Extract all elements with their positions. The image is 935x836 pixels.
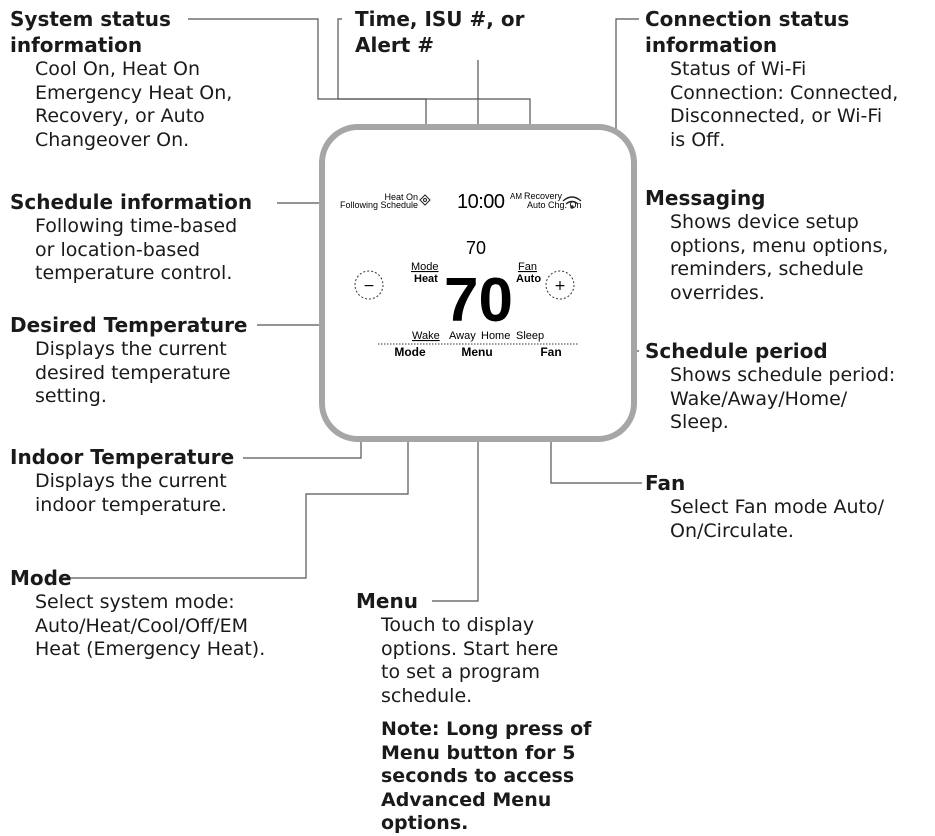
- mode-label: Mode: [411, 261, 439, 273]
- callout-body: Following time-based: [35, 215, 238, 237]
- softkey-fan[interactable]: Fan: [540, 345, 561, 359]
- callout-body: desired temperature: [35, 361, 231, 384]
- plus-label: +: [554, 278, 566, 294]
- callout-title: Messaging: [645, 186, 766, 210]
- callout-body: Changeover On.: [35, 128, 190, 151]
- plus-button[interactable]: [545, 270, 575, 300]
- callout-body: options. Start here: [381, 637, 559, 660]
- status-recovery: Recovery: [524, 191, 563, 201]
- period-home[interactable]: Home: [481, 330, 510, 342]
- callout-body: or location-based: [35, 238, 201, 261]
- callout-title: Time, ISU #, or: [355, 7, 525, 31]
- callout-title: Mode: [10, 566, 72, 590]
- note-line: options.: [381, 812, 469, 834]
- callout-system-status: System status information Cool On, Heat …: [10, 6, 232, 152]
- callout-title: information: [10, 33, 143, 57]
- callout-body: Select Fan mode Auto/: [670, 496, 885, 518]
- callout-body: Sleep.: [670, 411, 729, 433]
- callout-body: Connection: Connected,: [670, 81, 899, 104]
- thermostat-diagram: Heat On Following Schedule 10:00 AM Reco…: [63, 18, 642, 602]
- note-line: seconds to access: [381, 765, 575, 787]
- note-line: Advanced Menu: [381, 788, 552, 811]
- fan-label: Fan: [518, 261, 537, 273]
- minus-button[interactable]: [354, 270, 384, 300]
- period-away[interactable]: Away: [449, 330, 476, 342]
- menu-note: Note: Long press of Menu button for 5 se…: [381, 718, 591, 836]
- softkey-menu[interactable]: Menu: [461, 345, 492, 359]
- thermostat-frame: [319, 124, 637, 442]
- callout-title: Schedule information: [10, 190, 253, 214]
- callout-indoor-temp: Indoor Temperature Displays the current …: [10, 444, 234, 517]
- callout-schedule-info: Schedule information Following time-base…: [10, 189, 252, 286]
- status-following-schedule: Following Schedule: [340, 200, 418, 210]
- callout-body: schedule.: [381, 684, 473, 707]
- callout-title: Menu: [356, 589, 418, 613]
- period-wake[interactable]: Wake: [412, 330, 440, 342]
- callout-body: indoor temperature.: [35, 493, 227, 516]
- callout-body: options, menu options,: [670, 234, 889, 257]
- note-line: Note: Long press of: [381, 718, 592, 740]
- callout-mode: Mode Select system mode: Auto/Heat/Cool/…: [10, 565, 265, 662]
- callout-body: Heat (Emergency Heat).: [35, 638, 266, 660]
- callout-body: Touch to display: [381, 614, 535, 636]
- callout-body: to set a program: [381, 661, 540, 683]
- leaf-schedule-icon: [419, 194, 431, 206]
- callout-title: Connection status: [645, 7, 850, 31]
- callout-title: Desired Temperature: [10, 313, 248, 337]
- callout-title: Fan: [645, 471, 686, 495]
- callout-body: Shows device setup: [670, 211, 859, 233]
- callout-title: Alert #: [355, 33, 435, 57]
- callout-messaging: Messaging Shows device setup options, me…: [645, 185, 888, 305]
- setpoint-display: 70: [444, 266, 513, 335]
- callout-body: Cool On, Heat On: [35, 58, 201, 80]
- callout-body: Status of Wi-Fi: [670, 58, 807, 80]
- callout-body: overrides.: [670, 281, 765, 304]
- time-display: 10:00: [457, 191, 505, 213]
- callout-title: System status: [10, 7, 171, 31]
- callout-body: Disconnected, or Wi-Fi: [670, 105, 883, 127]
- callout-body: temperature control.: [35, 262, 233, 284]
- callout-body: setting.: [35, 385, 107, 407]
- callout-menu: Menu Touch to display options. Start her…: [356, 588, 591, 836]
- callout-fan: Fan Select Fan mode Auto/ On/Circulate.: [645, 470, 884, 543]
- callout-body: Shows schedule period:: [670, 364, 896, 386]
- callout-body: is Off.: [670, 128, 726, 151]
- callout-body: Wake/Away/Home/: [670, 387, 848, 410]
- callout-title: information: [645, 33, 778, 57]
- time-ampm: AM: [510, 192, 522, 201]
- leader-mode: [63, 362, 409, 579]
- callout-body: Recovery, or Auto: [35, 105, 205, 127]
- callout-time-isu: Time, ISU #, or Alert #: [355, 6, 524, 58]
- callout-connection-status: Connection status information Status of …: [645, 6, 898, 152]
- minus-label: −: [363, 278, 375, 294]
- indoor-temp-small: 70: [466, 238, 486, 258]
- fan-value: Auto: [516, 273, 541, 285]
- callout-body: Emergency Heat On,: [35, 81, 233, 104]
- wifi-icon: [562, 196, 582, 209]
- callout-desired-temp: Desired Temperature Displays the current…: [10, 312, 248, 409]
- callout-schedule-period: Schedule period Shows schedule period: W…: [645, 338, 895, 435]
- callout-title: Schedule period: [645, 339, 828, 363]
- mode-value: Heat: [414, 273, 438, 285]
- status-auto-chg: Auto Chg. On: [527, 200, 582, 210]
- callout-body: Displays the current: [35, 338, 227, 360]
- callout-body: reminders, schedule: [670, 258, 864, 280]
- callout-body: Displays the current: [35, 470, 227, 492]
- callout-body: On/Circulate.: [670, 519, 794, 542]
- callout-title: Indoor Temperature: [10, 445, 235, 469]
- period-sleep[interactable]: Sleep: [516, 330, 544, 342]
- callout-body: Select system mode:: [35, 591, 235, 613]
- callout-body: Auto/Heat/Cool/Off/EM: [35, 614, 249, 637]
- status-heat-on: Heat On: [384, 192, 418, 202]
- note-line: Menu button for 5: [381, 741, 576, 764]
- softkey-mode[interactable]: Mode: [394, 345, 426, 359]
